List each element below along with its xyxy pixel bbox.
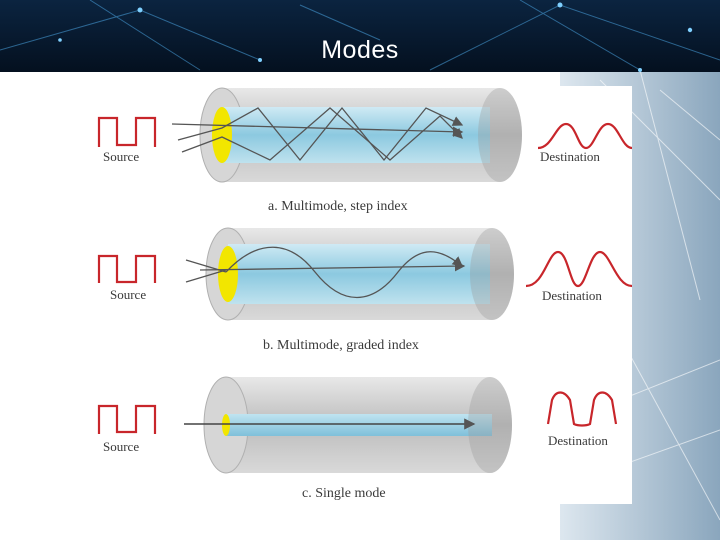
destination-label-c: Destination (548, 433, 608, 448)
source-label-c: Source (103, 439, 139, 454)
caption-b: b. Multimode, graded index (263, 338, 419, 353)
destination-label-b: Destination (542, 288, 602, 303)
source-square-wave-a (97, 116, 157, 147)
destination-label-a: Destination (540, 149, 600, 164)
light-spot-a (212, 107, 232, 163)
source-label-a: Source (103, 149, 139, 164)
caption-a: a. Multimode, step index (268, 199, 408, 214)
core-c (226, 414, 492, 436)
caption-c: c. Single mode (302, 486, 386, 501)
light-spot-c (222, 414, 230, 436)
header-banner (0, 0, 720, 72)
source-square-wave-c (97, 404, 157, 434)
source-label-b: Source (110, 287, 146, 302)
destination-wave-a (537, 122, 633, 150)
core-a (222, 107, 490, 163)
ray-path-1 (177, 106, 464, 162)
ray-curve-b (225, 246, 464, 298)
panel-c-single-mode: Source c. Single mode Destination (97, 376, 618, 501)
source-square-wave-b (97, 254, 157, 284)
destination-wave-c (546, 391, 618, 427)
page-title: Modes (321, 36, 399, 64)
core-b (228, 244, 490, 304)
ray-axial-b (199, 260, 466, 272)
panel-a-step-index: Source a. Multimode, step index Destinat… (97, 87, 633, 214)
ray-path-2 (181, 107, 463, 161)
destination-wave-b (525, 250, 633, 288)
panel-b-graded-index: Source b. Multimode, graded index Destin… (97, 227, 633, 353)
ray-in-b (185, 269, 227, 283)
light-spot-b (218, 246, 238, 302)
ray-path-axial (171, 123, 464, 137)
